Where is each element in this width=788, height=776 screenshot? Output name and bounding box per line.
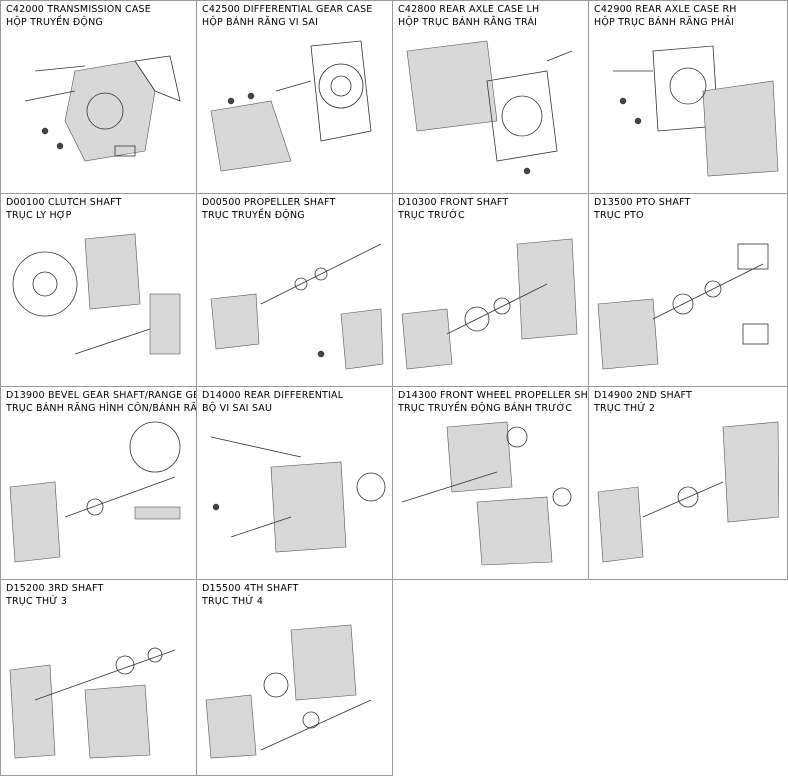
part-cell-d15500[interactable]: D15500 4TH SHAFT TRỤC THỨ 4 [196, 579, 393, 776]
part-cell-d15200[interactable]: D15200 3RD SHAFT TRỤC THỨ 3 [0, 579, 197, 776]
part-code: D14300 FRONT WHEEL PROPELLER SHA [398, 390, 589, 401]
exploded-diagram-image[interactable] [397, 31, 583, 181]
part-name-vietnamese: HỘP TRUYỀN ĐỘNG [6, 17, 103, 28]
part-name-vietnamese: TRỤC PTO [594, 210, 644, 221]
part-name-vietnamese: TRỤC THỨ 4 [202, 596, 264, 607]
part-name-vietnamese: HỘP BÁNH RĂNG VI SAI [202, 17, 319, 28]
part-code: D15200 3RD SHAFT [6, 583, 104, 594]
exploded-diagram-image[interactable] [593, 224, 779, 374]
part-code: D13900 BEVEL GEAR SHAFT/RANGE GE [6, 390, 197, 401]
part-name-vietnamese: TRỤC LY HỢP [6, 210, 72, 221]
part-cell-d14000[interactable]: D14000 REAR DIFFERENTIAL BỘ VI SAI SAU [196, 386, 393, 580]
part-code: D00100 CLUTCH SHAFT [6, 197, 122, 208]
part-code: D00500 PROPELLER SHAFT [202, 197, 336, 208]
part-code: C42800 REAR AXLE CASE LH [398, 4, 540, 15]
part-name-vietnamese: BỘ VI SAI SAU [202, 403, 273, 414]
exploded-diagram-image[interactable] [397, 417, 583, 567]
exploded-diagram-image[interactable] [593, 417, 779, 567]
part-name-vietnamese: TRỤC TRUYỀN ĐỘNG BÁNH TRƯỚC [398, 403, 573, 414]
exploded-diagram-image[interactable] [5, 610, 191, 760]
part-code: D13500 PTO SHAFT [594, 197, 691, 208]
part-code: D14000 REAR DIFFERENTIAL [202, 390, 344, 401]
exploded-diagram-image[interactable] [201, 224, 387, 374]
part-cell-d13500[interactable]: D13500 PTO SHAFT TRỤC PTO [588, 193, 788, 387]
exploded-diagram-image[interactable] [593, 31, 779, 181]
part-name-vietnamese: TRỤC TRUYỀN ĐỘNG [202, 210, 305, 221]
part-name-vietnamese: HỘP TRỤC BÁNH RĂNG PHẢI [594, 17, 735, 28]
part-code: C42900 REAR AXLE CASE RH [594, 4, 737, 15]
part-name-vietnamese: TRỤC TRƯỚC [398, 210, 465, 221]
part-cell-c42800[interactable]: C42800 REAR AXLE CASE LH HỘP TRỤC BÁNH R… [392, 0, 589, 194]
part-cell-d10300[interactable]: D10300 FRONT SHAFT TRỤC TRƯỚC [392, 193, 589, 387]
exploded-diagram-image[interactable] [201, 417, 387, 567]
part-name-vietnamese: TRỤC THỨ 3 [6, 596, 68, 607]
part-code: D14900 2ND SHAFT [594, 390, 693, 401]
exploded-diagram-image[interactable] [201, 610, 387, 760]
part-cell-d13900[interactable]: D13900 BEVEL GEAR SHAFT/RANGE GE TRỤC BÁ… [0, 386, 197, 580]
part-cell-c42900[interactable]: C42900 REAR AXLE CASE RH HỘP TRỤC BÁNH R… [588, 0, 788, 194]
part-name-vietnamese: TRỤC THỨ 2 [594, 403, 656, 414]
part-name-vietnamese: HỘP TRỤC BÁNH RĂNG TRÁI [398, 17, 538, 28]
exploded-diagram-image[interactable] [201, 31, 387, 181]
part-name-vietnamese: TRỤC BÁNH RĂNG HÌNH CÔN/BÁNH RĂ [6, 403, 197, 414]
part-cell-d14900[interactable]: D14900 2ND SHAFT TRỤC THỨ 2 [588, 386, 788, 580]
exploded-diagram-image[interactable] [5, 31, 191, 181]
part-code: D15500 4TH SHAFT [202, 583, 299, 594]
part-code: C42000 TRANSMISSION CASE [6, 4, 151, 15]
part-cell-d00500[interactable]: D00500 PROPELLER SHAFT TRỤC TRUYỀN ĐỘNG [196, 193, 393, 387]
exploded-diagram-image[interactable] [5, 224, 191, 374]
exploded-diagram-image[interactable] [397, 224, 583, 374]
part-cell-c42500[interactable]: C42500 DIFFERENTIAL GEAR CASE HỘP BÁNH R… [196, 0, 393, 194]
part-cell-c42000[interactable]: C42000 TRANSMISSION CASE HỘP TRUYỀN ĐỘNG [0, 0, 197, 194]
exploded-diagram-image[interactable] [5, 417, 191, 567]
part-code: D10300 FRONT SHAFT [398, 197, 509, 208]
part-code: C42500 DIFFERENTIAL GEAR CASE [202, 4, 373, 15]
part-cell-d00100[interactable]: D00100 CLUTCH SHAFT TRỤC LY HỢP [0, 193, 197, 387]
part-cell-d14300[interactable]: D14300 FRONT WHEEL PROPELLER SHA TRỤC TR… [392, 386, 589, 580]
